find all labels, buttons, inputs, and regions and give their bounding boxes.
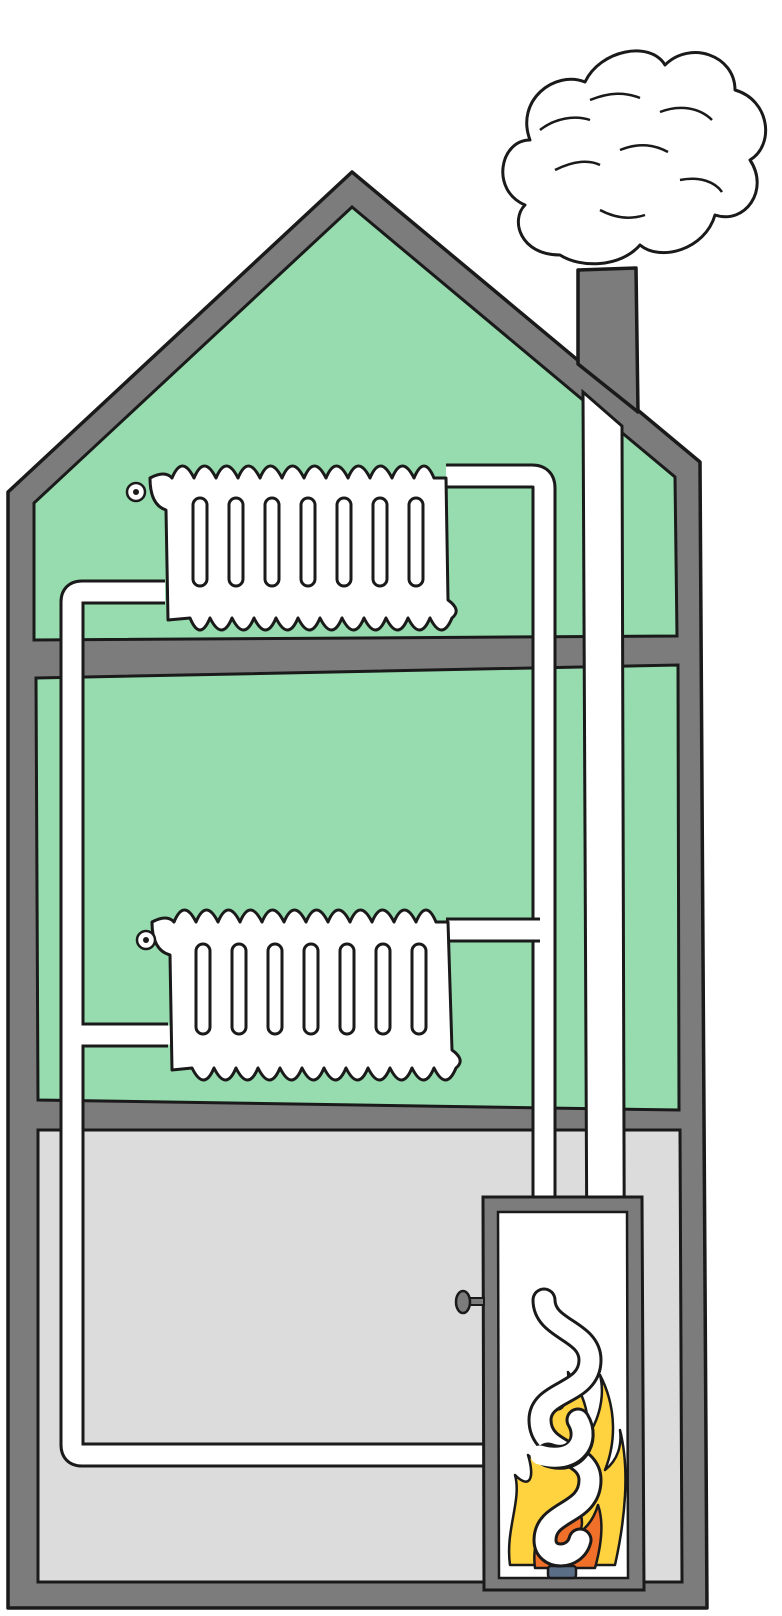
smoke-cloud [501,49,767,266]
radiator-fins [191,496,425,588]
boiler-door-knob [454,1289,485,1315]
radiator-lower [135,908,462,1082]
chimney-stack [576,266,640,414]
radiator-upper [125,464,458,632]
burner [546,1564,578,1580]
radiator-fins [194,942,428,1036]
heating-pipes [59,463,560,1468]
boiler [454,1195,646,1592]
